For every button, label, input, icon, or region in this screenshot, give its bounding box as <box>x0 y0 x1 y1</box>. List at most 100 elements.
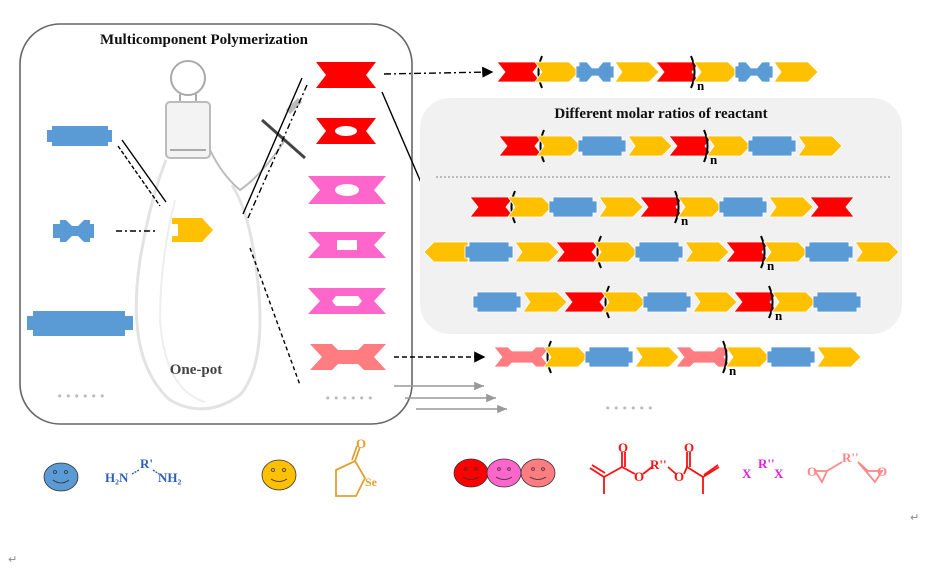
svg-text:O: O <box>674 469 684 484</box>
diamine-unit <box>804 241 854 263</box>
diamine-unit <box>548 196 598 218</box>
close-bracket <box>674 190 680 224</box>
acrylate-unit <box>496 61 542 83</box>
acrylate-unit <box>809 196 855 218</box>
epoxide-shape <box>310 344 386 370</box>
close-bracket <box>722 340 728 374</box>
close-bracket <box>768 285 774 319</box>
selenolactone-unit <box>601 291 647 313</box>
selenolactone-unit <box>507 196 553 218</box>
selenolactone-unit <box>797 135 843 157</box>
selenolactone-structure: O Se <box>335 436 378 497</box>
svg-text:O: O <box>356 436 366 451</box>
svg-text:X: X <box>774 466 784 481</box>
open-bracket <box>539 129 545 163</box>
left-ellipsis: •••••• <box>57 390 108 403</box>
diamine-unit <box>766 346 816 368</box>
one-pot-label: One-pot <box>170 362 223 378</box>
selenolactone-unit <box>773 61 819 83</box>
diepoxide-structure: O R'' O <box>807 450 887 484</box>
selenolactone-shape <box>172 218 213 242</box>
paragraph-mark: ↵ <box>8 553 17 566</box>
open-bracket <box>537 55 543 89</box>
diamine-unit <box>812 291 862 313</box>
arrow-to-product-1 <box>383 66 494 78</box>
close-bracket <box>703 129 709 163</box>
selenolactone-unit <box>593 241 639 263</box>
ratio-panel-title: Different molar ratios of reactant <box>554 106 767 122</box>
link-lines <box>116 77 308 386</box>
open-bracket <box>604 285 610 319</box>
repeat-subscript: n <box>729 363 737 378</box>
diamine-unit <box>575 61 615 83</box>
svg-text:H₂N: H₂N <box>105 470 129 485</box>
svg-text:R': R' <box>140 456 153 471</box>
diamine-unit <box>584 346 634 368</box>
selenolactone-unit <box>692 291 738 313</box>
selenolactone-unit <box>816 346 862 368</box>
bottom-ellipsis: •••••• <box>605 402 656 415</box>
svg-text:O: O <box>634 469 644 484</box>
selenolactone-unit <box>706 135 752 157</box>
epoxide-unit <box>675 346 733 368</box>
halide-hex-shape <box>308 288 386 314</box>
repeat-subscript: n <box>710 152 718 167</box>
selenolactone-unit <box>725 346 771 368</box>
gray-arrows <box>394 381 507 414</box>
smiley-blue-icon <box>43 462 79 492</box>
close-bracket <box>690 55 696 89</box>
open-bracket <box>546 340 552 374</box>
repeat-subscript: n <box>775 308 783 323</box>
svg-text:O: O <box>684 440 694 455</box>
svg-text:NH₂: NH₂ <box>158 470 182 485</box>
diamine-shape-2 <box>53 220 94 242</box>
repeat-subscript: n <box>767 258 775 273</box>
selenolactone-unit <box>536 135 582 157</box>
left-panel-title: Multicomponent Polymerization <box>100 32 309 48</box>
epoxide-unit <box>493 346 551 368</box>
acrylate-shape <box>316 62 376 88</box>
open-bracket <box>510 190 516 224</box>
repeat-subscript: n <box>681 213 689 228</box>
svg-text:Se: Se <box>365 475 378 489</box>
diamine-unit <box>734 61 774 83</box>
halide-oval-shape <box>308 176 386 204</box>
selenolactone-unit <box>771 291 817 313</box>
diamine-unit <box>634 241 684 263</box>
diamine-formula: H₂N R' NH₂ <box>105 456 182 485</box>
selenolactone-unit <box>627 135 673 157</box>
acrylate-hole-shape <box>316 118 376 144</box>
halide-rect-shape <box>308 232 386 258</box>
diamine-unit <box>577 135 627 157</box>
diamine-unit <box>747 135 797 157</box>
diamine-shape-1 <box>47 126 112 146</box>
left-panel-border <box>19 23 413 425</box>
selenolactone-unit <box>677 196 723 218</box>
svg-text:R'': R'' <box>758 456 775 471</box>
selenolactone-unit <box>763 241 809 263</box>
svg-text:X: X <box>742 466 752 481</box>
legend: H₂N R' NH₂ O Se <box>43 436 887 497</box>
svg-text:R'': R'' <box>650 457 667 472</box>
diamine-shape-3 <box>27 311 133 336</box>
selenolactone-unit <box>598 196 644 218</box>
diamine-unit <box>464 241 514 263</box>
paragraph-mark: ↵ <box>910 511 919 524</box>
svg-text:O: O <box>877 464 887 479</box>
diamine-unit <box>642 291 692 313</box>
svg-text:O: O <box>807 464 817 479</box>
selenolactone-unit <box>423 241 469 263</box>
selenolactone-unit <box>522 291 568 313</box>
selenolactone-unit <box>684 241 730 263</box>
svg-text:O: O <box>618 440 628 455</box>
selenolactone-unit <box>854 241 900 263</box>
right-ellipsis: •••••• <box>325 392 376 405</box>
selenolactone-unit <box>614 61 660 83</box>
selenolactone-unit <box>768 196 814 218</box>
selenolactone-unit <box>514 241 560 263</box>
dihalide-formula: X R'' X <box>742 456 784 481</box>
selenolactone-unit <box>534 61 580 83</box>
selenolactone-unit <box>693 61 739 83</box>
